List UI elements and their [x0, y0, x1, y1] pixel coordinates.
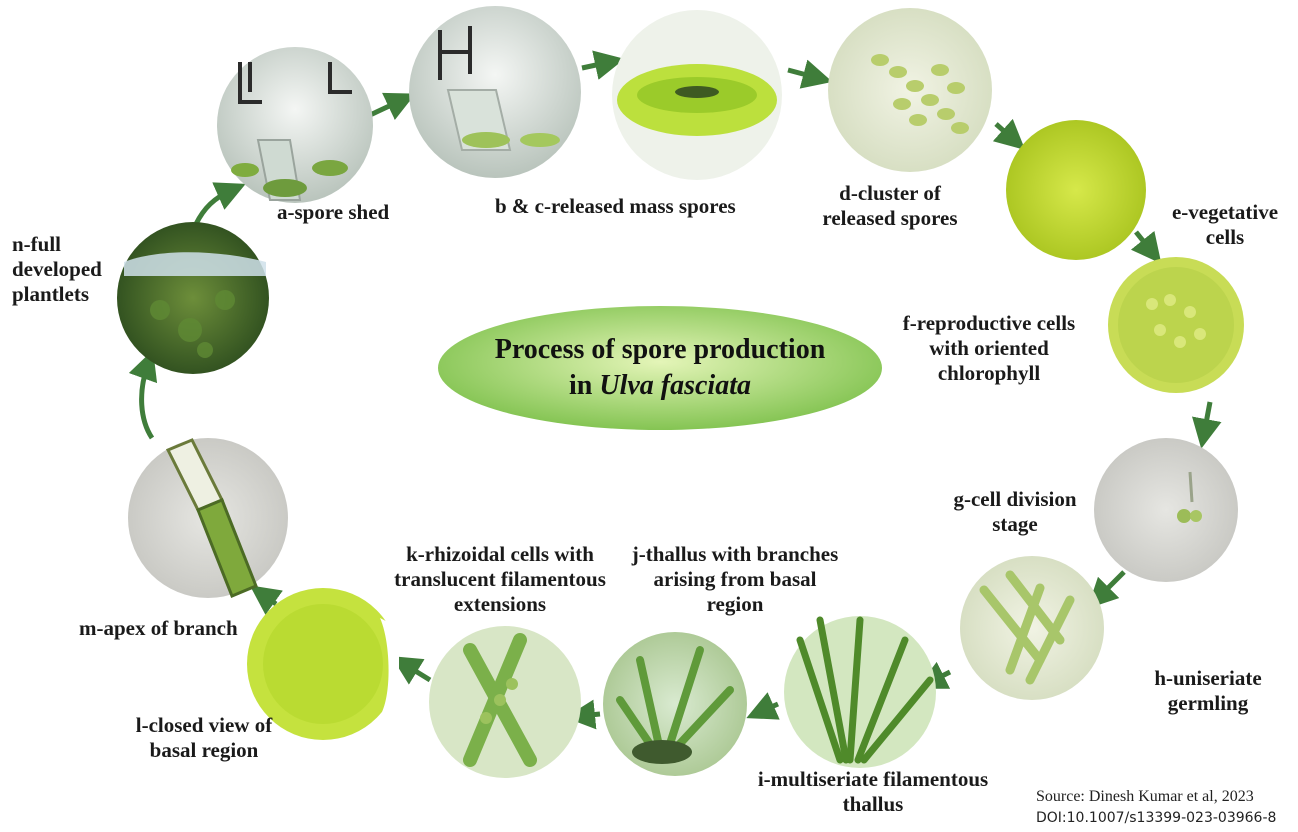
photo-j-branches	[603, 632, 747, 776]
photo-k-rhizoidal	[429, 626, 581, 778]
arrow-k-to-l	[404, 664, 430, 680]
arrow-a-to-b	[368, 100, 402, 116]
label-e: e-vegetative cells	[1155, 200, 1295, 250]
center-title: Process of spore production in Ulva fasc…	[438, 306, 882, 430]
label-n: n-full developed plantlets	[12, 232, 102, 307]
label-g: g-cell division stage	[940, 487, 1090, 537]
label-a: a-spore shed	[277, 200, 389, 225]
photo-b-flasks	[409, 6, 581, 178]
arrow-b-to-c	[582, 62, 610, 68]
label-i: i-multiseriate filamentous thallus	[738, 767, 1008, 817]
photo-a-spore-shed	[217, 47, 373, 203]
label-bc: b & c-released mass spores	[495, 194, 736, 219]
center-title-line1: Process of spore production	[495, 332, 826, 368]
photo-g-cell-division	[1094, 438, 1238, 582]
label-d: d-cluster of released spores	[800, 181, 980, 231]
source-doi: DOI:10.1007/s13399-023-03966-8	[1036, 810, 1276, 826]
arrow-c-to-d	[788, 70, 818, 78]
arrow-d-to-e	[996, 124, 1014, 140]
center-title-prefix: in	[569, 370, 599, 401]
arrow-f-to-g	[1204, 402, 1210, 434]
arrow-l-to-m	[262, 594, 276, 604]
photo-e-vegetative	[1006, 120, 1146, 260]
arrow-m-to-n	[142, 364, 152, 438]
arrow-i-to-j	[760, 704, 778, 712]
species-name: Ulva fasciata	[599, 370, 751, 401]
label-h: h-uniseriate germling	[1128, 666, 1288, 716]
arrow-g-to-h	[1098, 572, 1124, 598]
source-citation: Source: Dinesh Kumar et al, 2023	[1036, 788, 1254, 806]
photo-h-uniseriate	[960, 556, 1104, 700]
photo-c-released-mass	[612, 10, 782, 180]
photo-m-apex	[128, 438, 288, 598]
label-k: k-rhizoidal cells with translucent filam…	[380, 542, 620, 617]
label-f: f-reproductive cells with oriented chlor…	[874, 311, 1104, 386]
photo-f-reproductive	[1108, 257, 1244, 393]
label-l: l-closed view of basal region	[104, 713, 304, 763]
label-j: j-thallus with branches arising from bas…	[610, 542, 860, 617]
label-m: m-apex of branch	[79, 616, 238, 641]
photo-n-plantlets	[117, 222, 269, 374]
arrow-e-to-f	[1136, 232, 1152, 252]
arrow-n-to-a	[196, 190, 232, 224]
arrow-j-to-k	[580, 714, 600, 716]
photo-d-spore-cluster	[828, 8, 992, 172]
center-title-line2: in Ulva fasciata	[569, 368, 751, 404]
photo-i-multiseriate	[784, 616, 936, 768]
